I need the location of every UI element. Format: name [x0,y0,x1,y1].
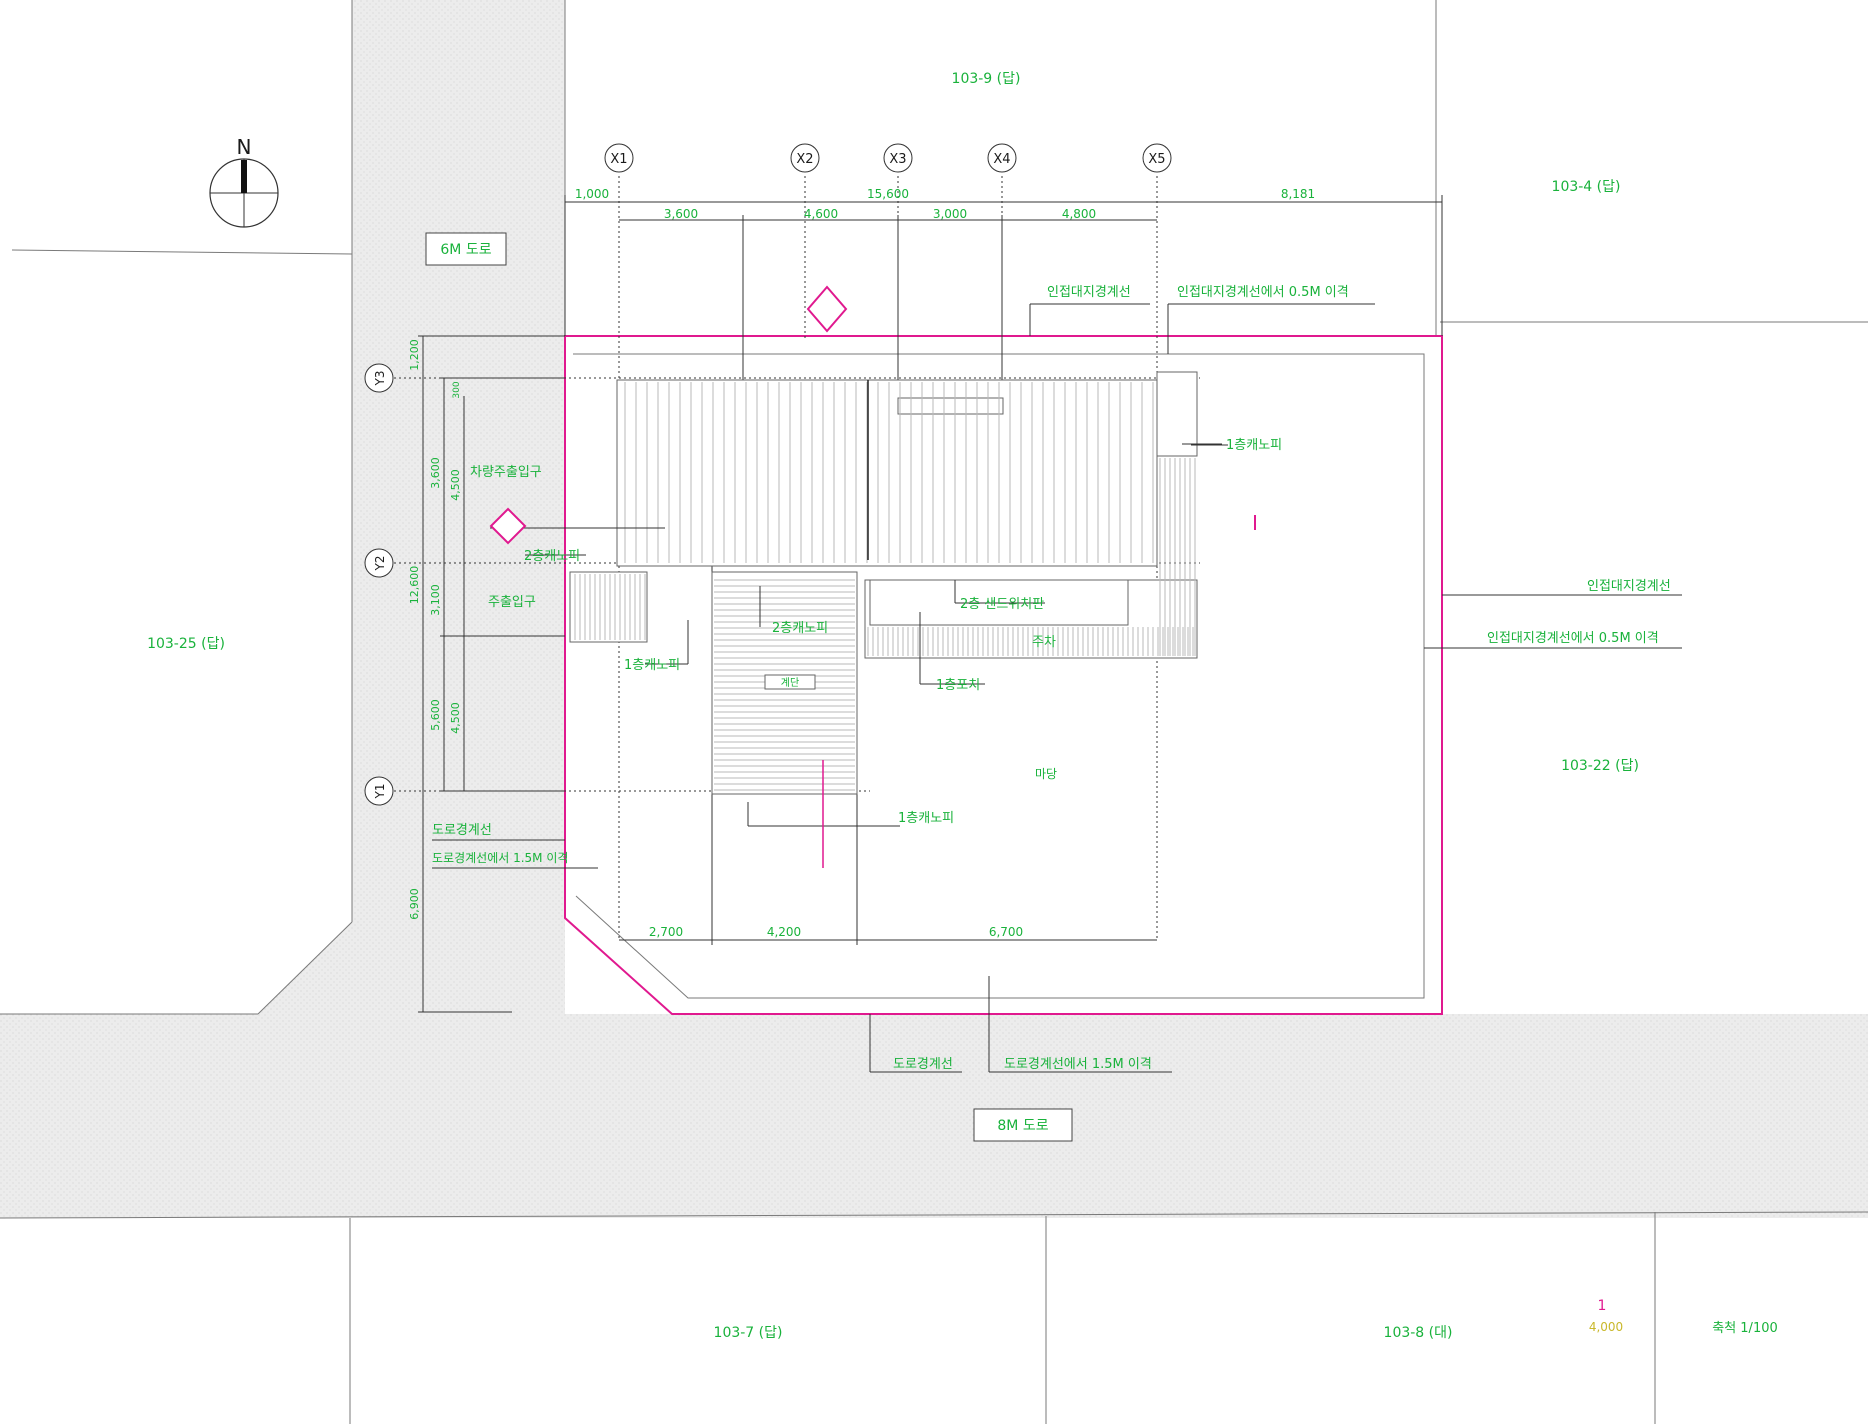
parcel-north-east: 103-4 (답) [1552,179,1621,195]
label-parking: 주차 [1032,635,1056,650]
label-adjacent-boundary-offset-1: 인접대지경계선에서 0.5M 이격 [1177,285,1349,300]
axis-y2: Y2 [373,556,387,572]
axis-y3: Y3 [373,371,387,387]
legend-sub: 4,000 [1589,1320,1623,1334]
parcel-north: 103-9 (답) [952,71,1021,87]
label-yard: 마당 [1035,767,1057,781]
dim-left-3: 6,900 [408,888,421,920]
label-road-boundary-s-offset: 도로경계선에서 1.5M 이격 [1004,1057,1152,1072]
dim-left-1: 1,200 [408,339,421,371]
south-road [0,1014,1868,1218]
axis-x1: X1 [610,152,627,167]
label-adjacent-boundary-offset-2: 인접대지경계선에서 0.5M 이격 [1487,631,1659,646]
label-canopy-1f-west: 1층캐노피 [624,658,680,673]
dim-span-3: 3,000 [933,207,967,221]
dim-left-2: 12,600 [408,566,421,605]
north-label: N [237,135,252,159]
label-canopy-1f-mid: 1층포치 [936,678,980,693]
label-vehicle-entry: 차량주출입구 [470,465,542,480]
axis-y1: Y1 [373,784,387,800]
legend-number: 1 [1598,1298,1607,1314]
axis-x5: X5 [1148,152,1165,167]
dim-bottom-3: 6,700 [989,925,1023,939]
dim-span-2: 4,600 [804,207,838,221]
dim-left-mid-3: 5,600 [429,699,442,731]
dim-left-mid-1: 3,600 [429,457,442,489]
label-canopy-1f-east: 1층캐노피 [1226,438,1282,453]
axis-x2: X2 [796,152,813,167]
dim-left-inner-1: 4,500 [449,469,462,501]
north-arrow: N [209,135,279,228]
label-canopy-2f: 2층캐노피 [524,549,580,564]
dim-bottom-1: 2,700 [649,925,683,939]
parcel-west: 103-25 (답) [147,636,225,652]
label-stair: 계단 [781,677,799,689]
label-adjacent-boundary-1: 인접대지경계선 [1047,285,1131,300]
dim-span-4: 4,800 [1062,207,1096,221]
top-dimensions: 1,000 15,600 8,181 3,600 4,600 3,000 4,8… [564,187,1443,385]
west-road-label: 6M 도로 [440,242,491,258]
dim-bottom-2: 4,200 [767,925,801,939]
label-road-boundary-s: 도로경계선 [893,1057,953,1072]
legend-scale: 축척 1/100 [1712,1321,1778,1336]
parcel-east: 103-22 (답) [1561,758,1639,774]
axis-x3: X3 [889,152,906,167]
building-roof [616,371,1198,567]
parcel-south-1: 103-7 (답) [714,1325,783,1341]
label-pedestrian-entry: 주출입구 [488,595,536,610]
dim-left-small: 300 [452,381,462,398]
label-road-boundary-w-offset: 도로경계선에서 1.5M 이격 [432,851,568,865]
dim-top-1: 1,000 [575,187,609,201]
lower-wings [569,458,1198,795]
dim-top-2: 15,600 [867,187,909,201]
dim-span-1: 3,600 [664,207,698,221]
parcel-south-2: 103-8 (대) [1384,1325,1453,1341]
axis-x4: X4 [993,152,1010,167]
label-canopy-1f-south: 1층캐노피 [898,811,954,826]
dim-top-3: 8,181 [1281,187,1315,201]
label-road-boundary-w: 도로경계선 [432,823,492,838]
label-sandwich-panel: 2층 샌드위치판 [960,597,1044,612]
leader-lines [432,303,1682,1073]
south-road-label: 8M 도로 [997,1118,1048,1134]
label-adjacent-boundary-2: 인접대지경계선 [1587,579,1671,594]
left-dimensions: 1,200 12,600 6,900 3,600 3,100 5,600 4,5… [408,335,565,1013]
dim-left-mid-2: 3,100 [429,584,442,616]
label-canopy-2f-b: 2층캐노피 [772,621,828,636]
dim-left-inner-2: 4,500 [449,702,462,734]
